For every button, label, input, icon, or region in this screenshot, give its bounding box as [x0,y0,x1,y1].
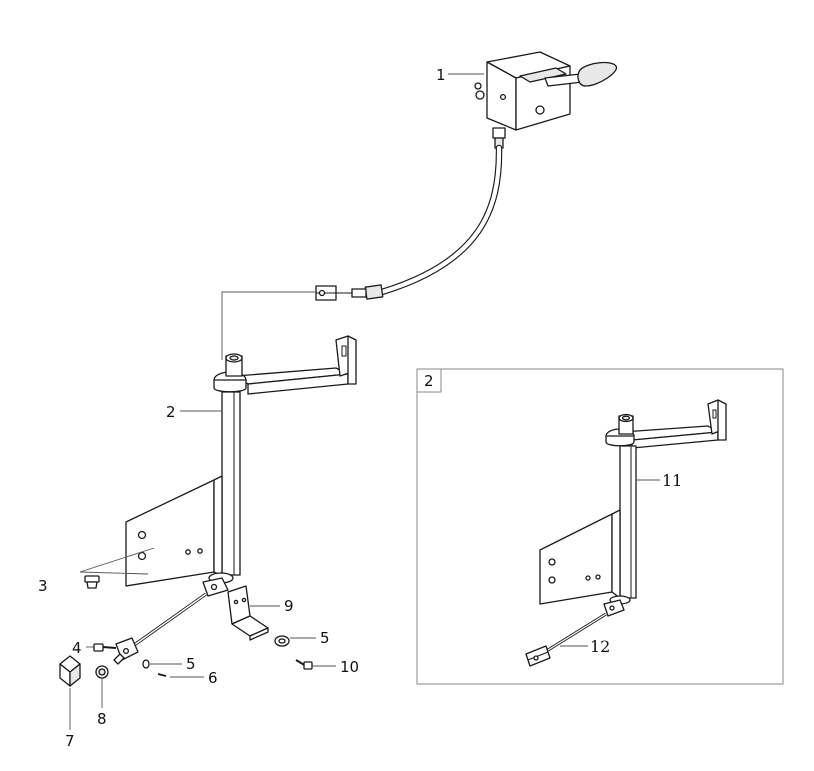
linkage-rod [113,592,207,665]
callout-9: 9 [284,597,294,615]
inset-variant-box [416,368,784,685]
callout-1: 1 [436,66,446,84]
callout-10: 10 [340,658,359,676]
leader-3 [79,547,155,575]
nut-part-8 [95,665,109,708]
cotter-pin-part-6 [157,673,204,678]
callout-12: 12 [590,637,610,656]
inset-bracket-assembly [539,399,727,617]
callout-5-right: 5 [320,629,330,647]
washer-part-5-lower [142,659,182,669]
angle-bracket-part-9 [227,585,280,641]
bolt-part-3 [84,575,100,589]
control-box-part-1 [474,51,617,149]
callout-6: 6 [208,669,218,687]
callout-5-lower: 5 [186,655,196,673]
callout-2: 2 [166,403,176,421]
inset-tag-label: 2 [424,372,434,390]
bracket-assembly-part-2 [125,335,357,597]
washer-part-5-right [274,635,316,647]
pin-part-4 [86,643,117,652]
control-cable [315,144,503,301]
callout-7: 7 [65,732,75,750]
leader-clevis-to-column [221,291,316,360]
square-nut-part-7 [59,655,81,730]
callout-3: 3 [38,577,48,595]
callout-11: 11 [662,471,682,490]
callout-4: 4 [72,639,82,657]
callout-8: 8 [97,710,107,728]
screw-part-10 [295,659,336,670]
inset-rod-part-12 [525,612,607,667]
